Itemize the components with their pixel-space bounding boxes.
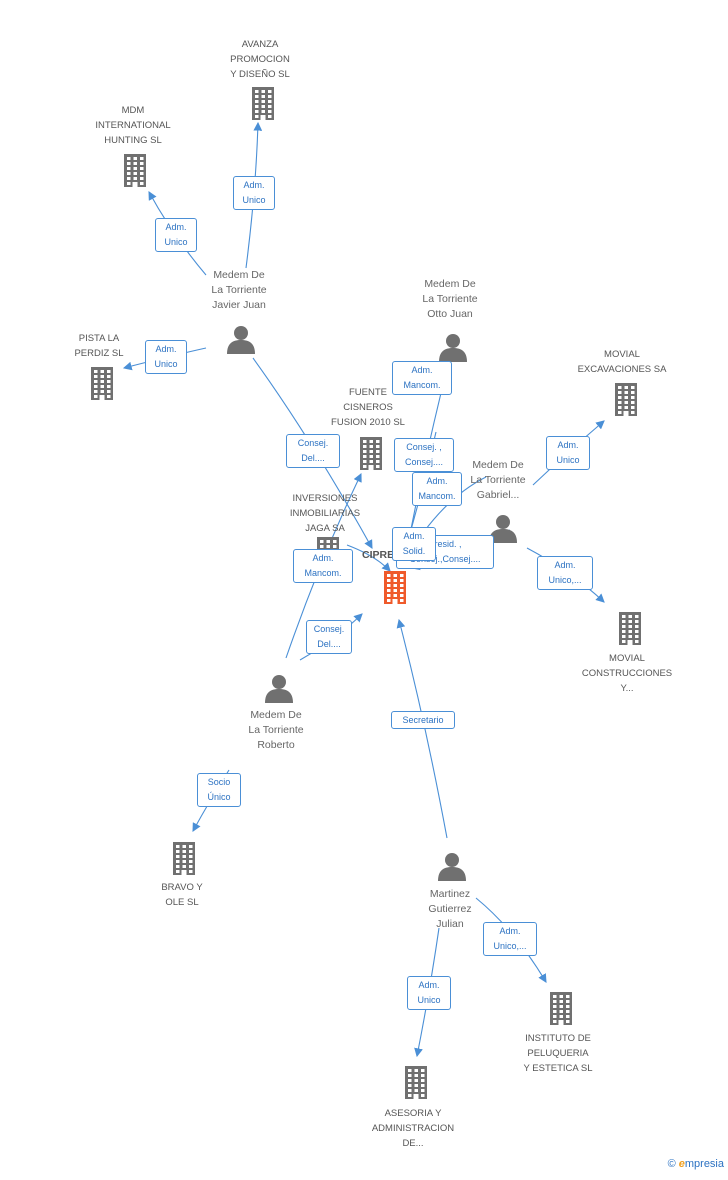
relation-label[interactable]: Consej. , Consej.... [394,438,454,472]
building-icon[interactable] [356,436,386,475]
building-icon[interactable] [380,570,410,609]
relation-label[interactable]: Adm. Unico [155,218,197,252]
node-label[interactable]: CIPRE [362,549,395,561]
relation-label[interactable]: Adm. Unico [407,976,451,1010]
node-label[interactable]: PISTA LA PERDIZ SL [74,333,124,359]
relation-label[interactable]: Adm. Unico [233,176,275,210]
building-icon[interactable] [120,153,150,192]
relation-label[interactable]: Adm. Mancom. [412,472,462,506]
node-label[interactable]: INVERSIONES INMOBILIARIAS JAGA SA [289,493,361,534]
node-label[interactable]: BRAVO Y OLE SL [161,882,203,908]
node-label[interactable]: MOVIAL EXCAVACIONES SA [577,349,667,375]
node-label[interactable]: Medem De La Torriente Roberto [248,709,304,751]
building-icon[interactable] [169,841,199,880]
node-label[interactable]: Medem De La Torriente Otto Juan [422,278,478,320]
node-label[interactable]: Martinez Gutierrez Julian [428,888,472,930]
person-icon[interactable] [437,851,467,886]
node-label[interactable]: INSTITUTO DE PELUQUERIA Y ESTETICA SL [523,1033,593,1074]
building-icon[interactable] [615,611,645,650]
node-label[interactable]: FUENTE CISNEROS FUSION 2010 SL [331,387,405,428]
copyright-symbol: © [667,1158,676,1170]
relation-label[interactable]: Consej. Del.... [306,620,352,654]
node-label[interactable]: AVANZA PROMOCION Y DISEÑO SL [230,39,290,80]
node-label[interactable]: ASESORIA Y ADMINISTRACION DE... [371,1108,455,1149]
relation-label[interactable]: Consej. Del.... [286,434,340,468]
building-icon[interactable] [87,366,117,405]
relation-label[interactable]: Adm. Unico [546,436,590,470]
relation-edge-martinez-focus [396,618,448,839]
relation-label[interactable]: Socio Único [197,773,241,807]
brand-initial: e [678,1158,685,1170]
node-label[interactable]: Medem De La Torriente Gabriel... [470,459,526,501]
relation-label[interactable]: Adm. Solid. [392,527,436,561]
brand-watermark: © empresia [668,1158,724,1170]
building-icon[interactable] [248,86,278,125]
person-icon[interactable] [264,673,294,708]
relation-label[interactable]: Adm. Mancom. [293,549,353,583]
person-icon[interactable] [488,513,518,548]
relation-label[interactable]: Adm. Mancom. [392,361,452,395]
relation-edge-inversiones-focus [346,544,391,572]
building-icon[interactable] [401,1065,431,1104]
brand-text: mpresia [684,1158,724,1170]
building-icon[interactable] [611,382,641,421]
person-icon[interactable] [226,324,256,359]
person-icon[interactable] [438,332,468,367]
relation-label[interactable]: Secretario [391,711,455,729]
relation-label[interactable]: Adm. Unico [145,340,187,374]
building-icon[interactable] [546,991,576,1030]
relation-label[interactable]: Adm. Unico,... [537,556,593,590]
relation-label[interactable]: Adm. Unico,... [483,922,537,956]
node-label[interactable]: MDM INTERNATIONAL HUNTING SL [95,105,171,146]
node-label[interactable]: Medem De La Torriente Javier Juan [211,269,267,311]
node-label[interactable]: MOVIAL CONSTRUCCIONES Y... [581,653,673,694]
